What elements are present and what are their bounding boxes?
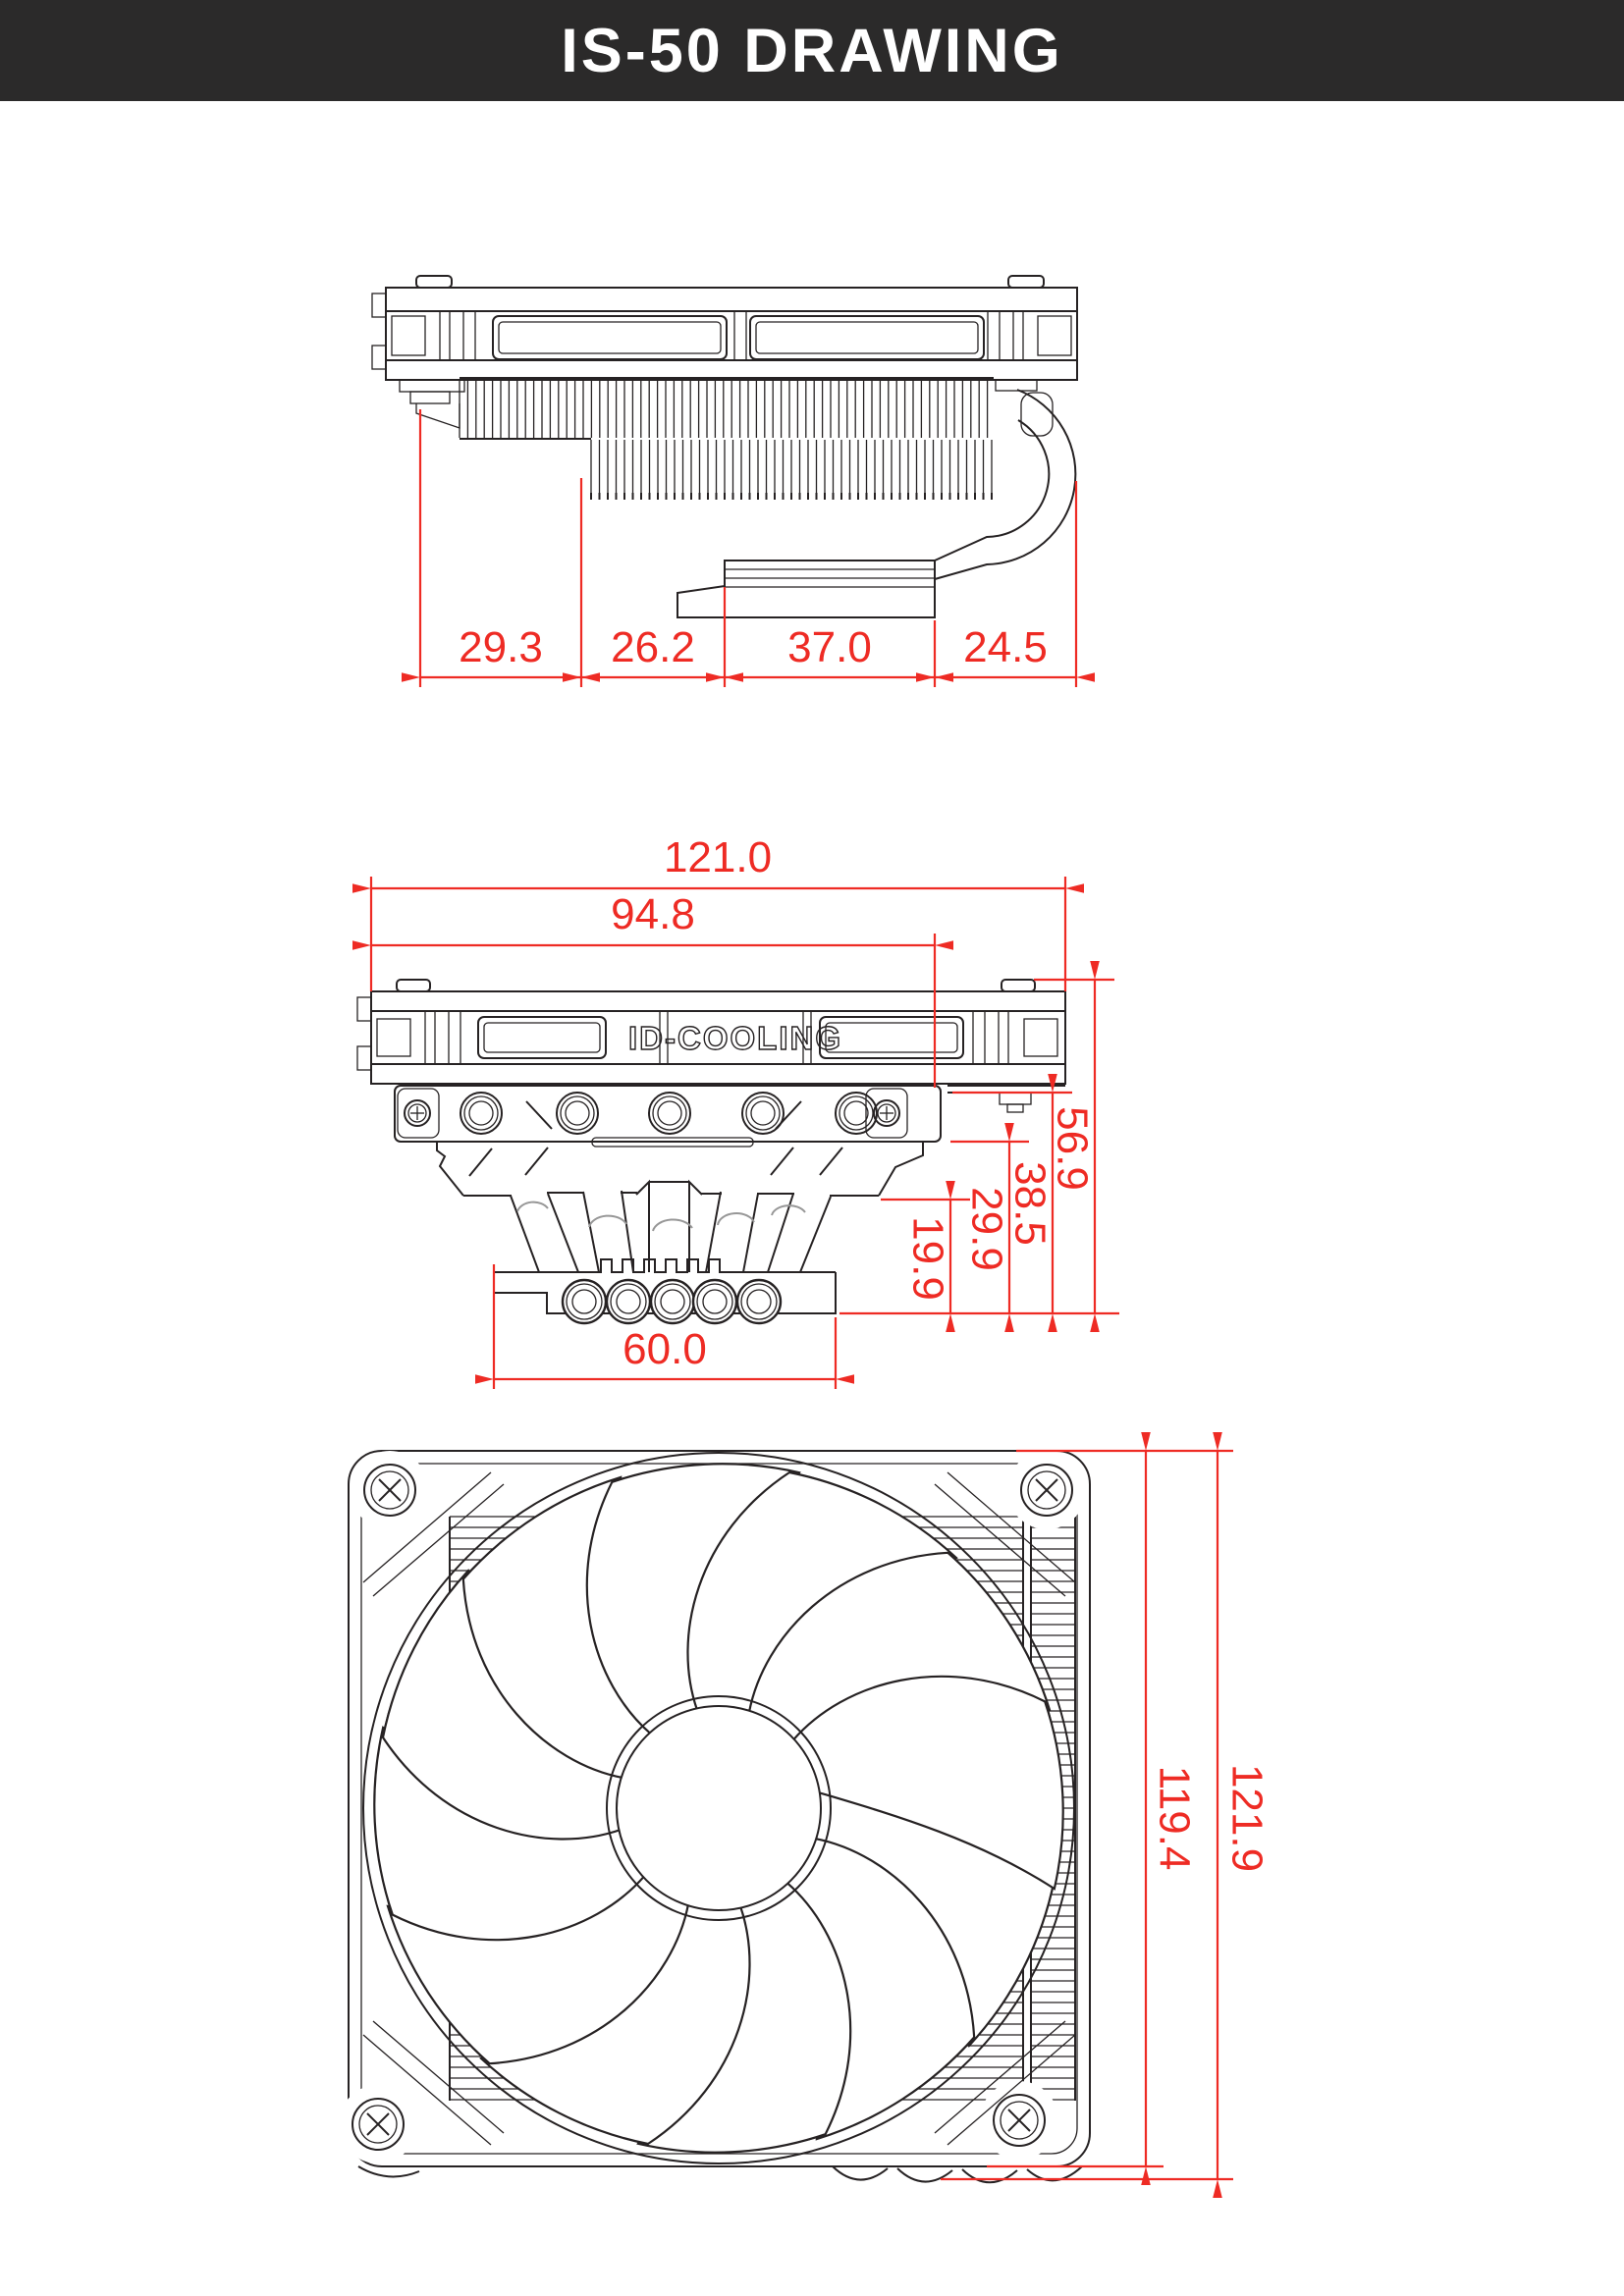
dim-label-depth-2: 26.2 bbox=[611, 623, 695, 671]
fan-frame-inner bbox=[360, 1463, 1078, 2155]
side-latch bbox=[415, 403, 460, 429]
screw-cross-icon bbox=[1007, 2109, 1031, 2132]
base-castellation bbox=[494, 1258, 836, 1273]
dim-label-width-total: 121.0 bbox=[664, 833, 772, 881]
base-pipe-outer bbox=[605, 1278, 652, 1325]
side-lower-fins bbox=[590, 440, 993, 500]
dim-label-height-3: 29.9 bbox=[963, 1187, 1011, 1271]
pipe-cap-mid bbox=[839, 1095, 874, 1131]
dim-label-depth-4: 24.5 bbox=[963, 623, 1048, 671]
pipe-cap-mid bbox=[560, 1095, 595, 1131]
side-dimensions: 29.3 26.2 37.0 24.5 bbox=[402, 409, 1095, 687]
base-pipe-mid bbox=[740, 1283, 778, 1320]
fan-hub-ring bbox=[606, 1695, 832, 1921]
screw-ring-inner bbox=[1027, 1470, 1066, 1510]
pipe-cap-outer bbox=[460, 1092, 503, 1135]
dim-label-height-2: 38.5 bbox=[1006, 1161, 1055, 1246]
pipe-cap-outer bbox=[835, 1092, 878, 1135]
screw-ring-inner bbox=[1000, 2101, 1039, 2140]
pipe-cap-outer bbox=[741, 1092, 785, 1135]
dim-label-width-body: 94.8 bbox=[611, 890, 695, 938]
plate-screw-right bbox=[873, 1099, 900, 1127]
screw-cross-icon bbox=[1035, 1478, 1058, 1502]
base-pipe-outer bbox=[561, 1278, 608, 1325]
pipe-cap-inner bbox=[468, 1100, 494, 1126]
side-fan-frame bbox=[385, 287, 1078, 381]
fan-hub bbox=[616, 1705, 822, 1911]
fan-mount-tab bbox=[396, 979, 431, 992]
page-title: IS-50 DRAWING bbox=[561, 16, 1063, 85]
dim-label-height-total: 56.9 bbox=[1049, 1106, 1097, 1191]
pipe-cap-mid bbox=[652, 1095, 687, 1131]
base-pipe-bumps bbox=[561, 1278, 783, 1325]
front-height-dimensions: 56.9 38.5 29.9 19.9 bbox=[839, 961, 1119, 1332]
front-heatpipe-plate bbox=[394, 1085, 942, 1143]
pipe-cap-inner bbox=[750, 1100, 776, 1126]
base-pipe-inner bbox=[571, 1289, 597, 1314]
base-pipe-inner bbox=[616, 1289, 641, 1314]
side-heatpipe bbox=[934, 389, 1077, 580]
heatpipe-end-caps bbox=[460, 1092, 878, 1135]
base-pipe-outer bbox=[649, 1278, 696, 1325]
front-fan-frame bbox=[370, 990, 1066, 1085]
screw-ring-outer bbox=[1020, 1464, 1073, 1517]
dim-label-fan-size: 119.4 bbox=[1151, 1766, 1199, 1871]
front-width-dimensions: 121.0 94.8 bbox=[352, 833, 1084, 1088]
fan-mount-tab bbox=[1001, 979, 1036, 992]
pipe-cap-mid bbox=[745, 1095, 781, 1131]
screw-ring-outer bbox=[993, 2094, 1046, 2147]
brand-logo: ID-COOLING bbox=[628, 1020, 842, 1056]
screw-ring-inner bbox=[370, 1470, 409, 1510]
screw-ring-outer bbox=[352, 2098, 405, 2151]
base-pipe-mid bbox=[654, 1283, 691, 1320]
fan-frame-outer bbox=[348, 1450, 1091, 2167]
screw-ring-outer bbox=[363, 1464, 416, 1517]
top-dimensions: 119.4 121.9 bbox=[941, 1432, 1272, 2198]
dim-label-overall-size: 121.9 bbox=[1223, 1764, 1272, 1872]
base-pipe-inner bbox=[660, 1289, 685, 1314]
side-view: 29.3 26.2 37.0 24.5 bbox=[371, 275, 1095, 687]
base-pipe-mid bbox=[696, 1283, 733, 1320]
base-pipe-inner bbox=[746, 1289, 772, 1314]
screw-cross-icon bbox=[366, 2112, 390, 2136]
front-fin-body bbox=[436, 1137, 924, 1197]
top-view: 119.4 121.9 bbox=[307, 1397, 1272, 2219]
side-base bbox=[677, 560, 936, 618]
front-view: ID-COOLING bbox=[352, 833, 1119, 1389]
screw-cross-icon bbox=[378, 1478, 402, 1502]
pipe-cap-outer bbox=[648, 1092, 691, 1135]
title-bar: IS-50 DRAWING bbox=[0, 0, 1624, 101]
side-fin-stack bbox=[459, 379, 989, 438]
front-base-dimension: 60.0 bbox=[475, 1264, 854, 1389]
dim-label-depth-3: 37.0 bbox=[787, 623, 872, 671]
corner-pad-lines bbox=[362, 1471, 1076, 2146]
screw-ring-inner bbox=[358, 2105, 398, 2144]
fan-mount-tab bbox=[1007, 275, 1045, 289]
pipe-cap-inner bbox=[657, 1100, 682, 1126]
pipe-cap-outer bbox=[556, 1092, 599, 1135]
base-pipe-inner bbox=[702, 1289, 728, 1314]
fan-mount-tab bbox=[415, 275, 453, 289]
pipe-cap-inner bbox=[565, 1100, 590, 1126]
front-base-block bbox=[493, 1258, 837, 1325]
plate-screw-left bbox=[404, 1099, 431, 1127]
dim-label-depth-1: 29.3 bbox=[459, 623, 543, 671]
dim-label-height-4: 19.9 bbox=[904, 1216, 952, 1301]
dim-label-base-width: 60.0 bbox=[623, 1325, 707, 1373]
base-pipe-mid bbox=[610, 1283, 647, 1320]
base-pipe-outer bbox=[691, 1278, 738, 1325]
top-pipe-bumps bbox=[357, 2165, 1083, 2184]
front-splayed-pipes bbox=[510, 1179, 832, 1273]
front-fan-housing: ID-COOLING bbox=[356, 979, 1066, 1085]
base-pipe-outer bbox=[735, 1278, 783, 1325]
pipe-cap-mid bbox=[463, 1095, 499, 1131]
base-pipe-mid bbox=[566, 1283, 603, 1320]
pipe-cap-inner bbox=[843, 1100, 869, 1126]
